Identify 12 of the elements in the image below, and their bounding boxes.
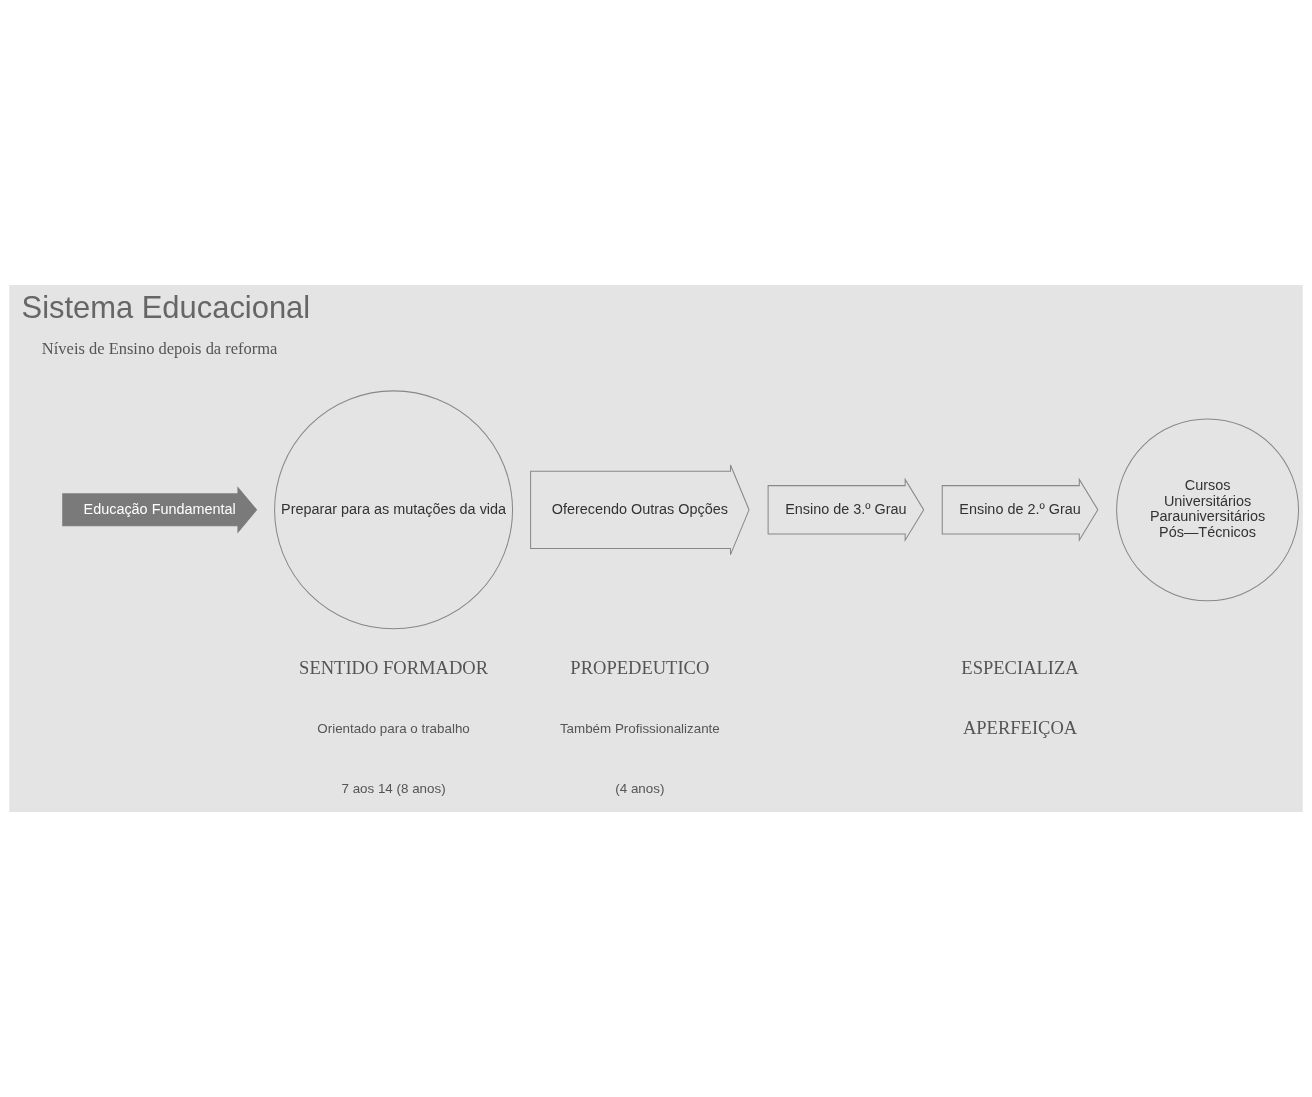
label: Orientado para o trabalho [317,721,470,737]
node-circle: Preparar para as mutações da vida [274,390,514,630]
label: (4 anos) [615,780,665,796]
diagram-title: Sistema Educacional [21,289,311,325]
label: SENTIDO FORMADOR [299,657,489,679]
label: Também Profissionalizante [559,721,720,737]
node-circle: Cursos Universitários Parauniversitários Pós—Técnicos [1116,418,1300,602]
label: Níveis de Ensino depois da reforma [41,338,278,358]
label: APERFEIÇOA [962,717,1078,739]
label: PROPEDEUTICO [570,657,710,679]
label: ESPECIALIZA [961,657,1079,679]
label: 7 aos 14 (8 anos) [341,780,446,796]
